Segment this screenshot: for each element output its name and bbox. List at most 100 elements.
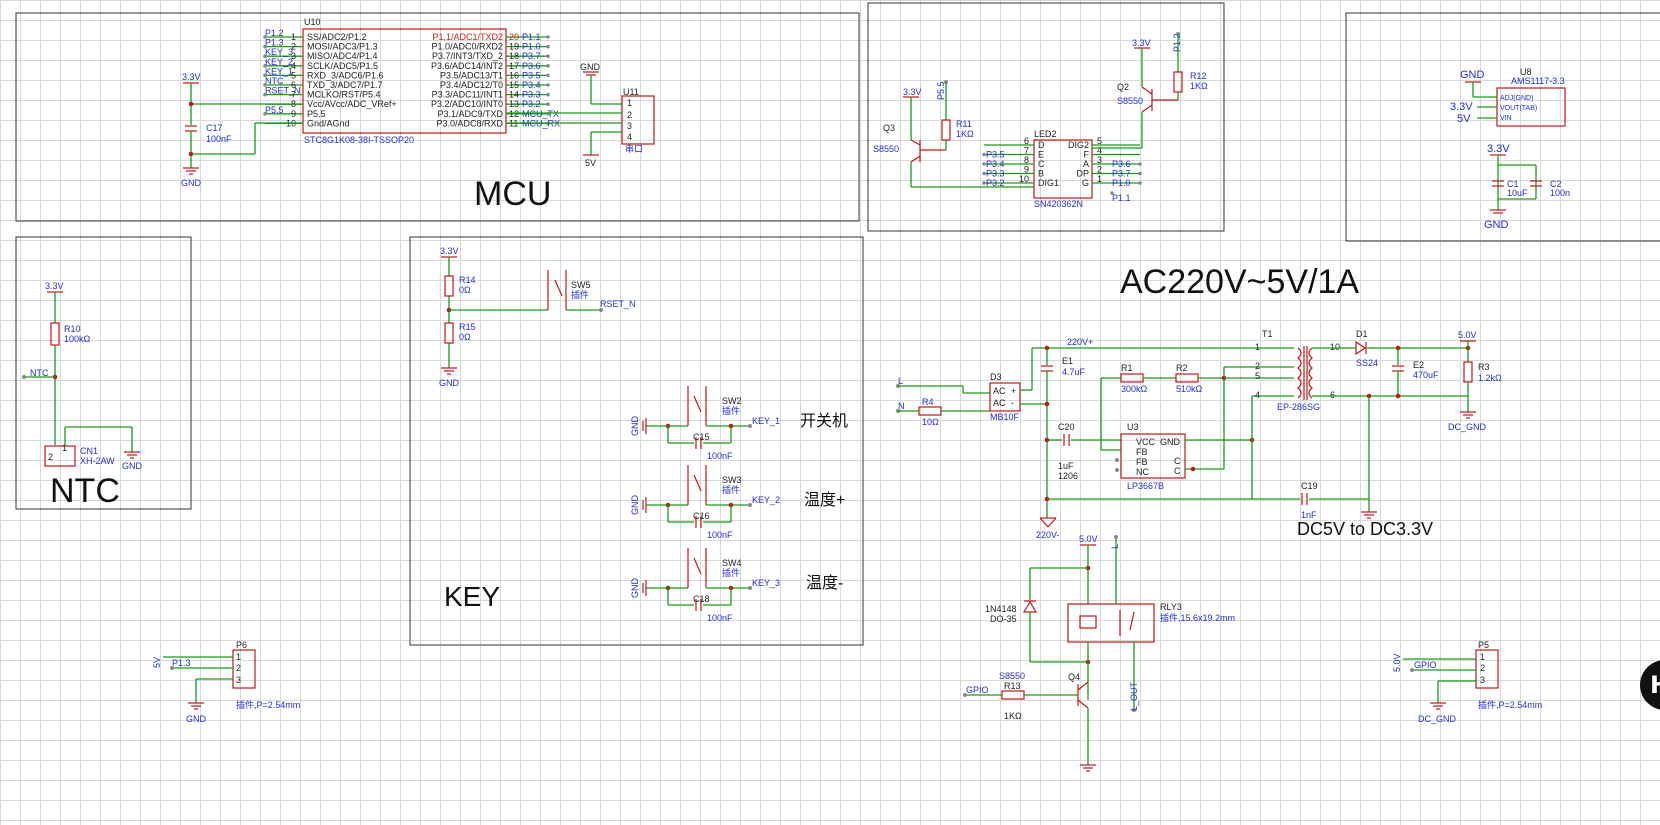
svg-text:1: 1 (1480, 652, 1485, 662)
svg-text:1.2kΩ: 1.2kΩ (1478, 373, 1502, 383)
led-pin-name: E (1038, 150, 1044, 160)
led-pin-number: 10 (1019, 174, 1029, 184)
svg-text:1: 1 (236, 652, 241, 662)
svg-text:4.7uF: 4.7uF (1062, 367, 1086, 377)
key-switches[interactable]: GNDSW2插件C15100nFKEY_1GNDSW3插件C16100nFKEY… (630, 386, 780, 623)
mcu-net-label: P1.2 (265, 28, 284, 38)
svg-text:100kΩ: 100kΩ (64, 334, 91, 344)
svg-text:R1: R1 (1121, 363, 1133, 373)
ldo-u8[interactable]: U8 AMS1117-3.3 ADJ(GND) VOUT(TAB) VIN GN… (1450, 67, 1570, 231)
svg-text:1N4148: 1N4148 (985, 604, 1017, 614)
led-net-label: P3.4 (986, 159, 1005, 169)
mcu-net-label: P3.6 (522, 61, 541, 71)
led-net-label: P3.3 (986, 169, 1005, 179)
header-p6[interactable]: P6 123 插件,P=2.54mm 5V P1.3 GND (152, 640, 300, 724)
svg-text:FB: FB (1136, 457, 1148, 467)
mcu-net-label: NTC (265, 76, 284, 86)
key-label-temp-up: 温度+ (804, 491, 845, 509)
mcu-pin-name: P3.2/ADC10/INT0 (431, 99, 503, 109)
svg-text:3.3V: 3.3V (1450, 101, 1473, 113)
ntc-circuit[interactable]: 3.3V R10 100kΩ NTC 2 1 CN1 XH-2AW GND (22, 281, 143, 471)
svg-text:RLY3: RLY3 (1160, 602, 1182, 612)
svg-text:300kΩ: 300kΩ (1121, 384, 1148, 394)
key-section-frame (409, 236, 864, 646)
floating-badge-icon[interactable]: H (1640, 660, 1660, 710)
mcu-net-label: P5.5 (265, 105, 284, 115)
gnd-label: GND (630, 495, 640, 516)
reset-circuit[interactable]: 3.3V R14 0Ω R15 0Ω GND SW5 插件 RSET_N (439, 246, 636, 388)
svg-text:1nF: 1nF (1301, 510, 1317, 520)
led-pin-name: G (1082, 178, 1089, 188)
svg-text:2: 2 (236, 663, 241, 673)
svg-text:1uF: 1uF (1058, 461, 1074, 471)
svg-text:DC_GND: DC_GND (1418, 714, 1457, 724)
mcu-pin-name: TXD_3/ADC7/P1.7 (307, 80, 383, 90)
svg-text:510kΩ: 510kΩ (1176, 384, 1203, 394)
svg-text:插件: 插件 (571, 289, 589, 300)
mcu-pin-number: 17 (509, 61, 519, 71)
mcu-net-label: KEY_2 (265, 57, 293, 67)
svg-text:GND: GND (1484, 219, 1509, 231)
section-title-ldo: DC5V to DC3.3V (1297, 519, 1433, 539)
svg-text:GND: GND (1460, 69, 1485, 81)
led-pin-number: 7 (1024, 146, 1029, 156)
mcu-pin-name: MOSI/ADC3/P1.3 (307, 42, 378, 52)
svg-text:5V: 5V (1457, 113, 1471, 125)
relay-circuit[interactable]: 5.0V 1N4148 DO-35 RLY3 插件,15.6x19.2mm L … (963, 534, 1235, 772)
svg-text:P5.5: P5.5 (936, 81, 946, 100)
svg-text:R15: R15 (459, 322, 476, 332)
svg-text:5.0V: 5.0V (1392, 653, 1402, 672)
mcu-net-label: P3.7 (522, 51, 541, 61)
svg-text:D3: D3 (990, 372, 1002, 382)
svg-text:MB10F: MB10F (990, 412, 1020, 422)
svg-text:C: C (1174, 466, 1181, 476)
svg-text:S8550: S8550 (873, 144, 899, 154)
svg-text:T1: T1 (1262, 329, 1273, 339)
header-p5[interactable]: P5 123 插件,P=2.54mm 5.0V GPIO DC_GND (1392, 640, 1542, 724)
svg-text:Q4: Q4 (1068, 672, 1080, 682)
led-pin-name: F (1084, 150, 1090, 160)
svg-text:C1: C1 (1507, 179, 1519, 189)
acdc-power-supply[interactable]: L N R4 10Ω AC AC + - D3 MB10F 220V+ E1 4… (896, 329, 1502, 540)
svg-text:ADJ(GND): ADJ(GND) (1500, 95, 1533, 102)
svg-text:3.3V: 3.3V (182, 72, 201, 82)
svg-text:C19: C19 (1301, 481, 1318, 491)
svg-text:GND: GND (122, 461, 143, 471)
led-net-label: P3.6 (1112, 159, 1131, 169)
svg-text:插件,15.6x19.2mm: 插件,15.6x19.2mm (1160, 612, 1235, 623)
svg-text:U3: U3 (1127, 422, 1139, 432)
mcu-pin-number: 13 (509, 99, 519, 109)
svg-text:5: 5 (1255, 371, 1260, 381)
svg-text:3.3V: 3.3V (1132, 38, 1151, 48)
mcu-net-label: KEY_3 (265, 47, 293, 57)
gnd-label: GND (630, 578, 640, 599)
svg-text:GND: GND (439, 378, 460, 388)
svg-text:E2: E2 (1413, 360, 1424, 370)
svg-text:P5: P5 (1478, 640, 1489, 650)
mcu-pin-name: P3.7/INT3/TXD_2 (432, 51, 503, 61)
svg-text:C17: C17 (206, 123, 223, 133)
svg-text:Q2: Q2 (1117, 82, 1129, 92)
mcu-pin-number: 12 (509, 109, 519, 119)
mcu-net-label: P3.4 (522, 80, 541, 90)
svg-text:VIN: VIN (1500, 115, 1512, 122)
mcu-section-frame (15, 12, 860, 222)
svg-text:C2: C2 (1550, 179, 1562, 189)
svg-text:VCC: VCC (1136, 437, 1156, 447)
switch-value: 插件 (722, 567, 740, 578)
mcu-pin-number: 6 (291, 80, 296, 90)
svg-text:3.3V: 3.3V (903, 87, 922, 97)
serial-header-u11[interactable]: U11 串口 1 2 3 4 GND 5V (506, 62, 655, 168)
cap-value: 100nF (707, 613, 733, 623)
mcu-pin-number: 9 (291, 109, 296, 119)
led-pin-name: B (1038, 169, 1044, 179)
svg-text:1KΩ: 1KΩ (956, 129, 974, 139)
svg-text:1: 1 (1255, 342, 1260, 352)
svg-text:AMS1117-3.3: AMS1117-3.3 (1511, 76, 1565, 86)
svg-text:1KΩ: 1KΩ (1190, 81, 1208, 91)
display-circuit[interactable]: 3.3V P5.5 R11 1KΩ Q3 S8550 LED2 SN420362… (873, 32, 1208, 209)
svg-text:R10: R10 (64, 324, 81, 334)
cap-value: 100nF (707, 451, 733, 461)
